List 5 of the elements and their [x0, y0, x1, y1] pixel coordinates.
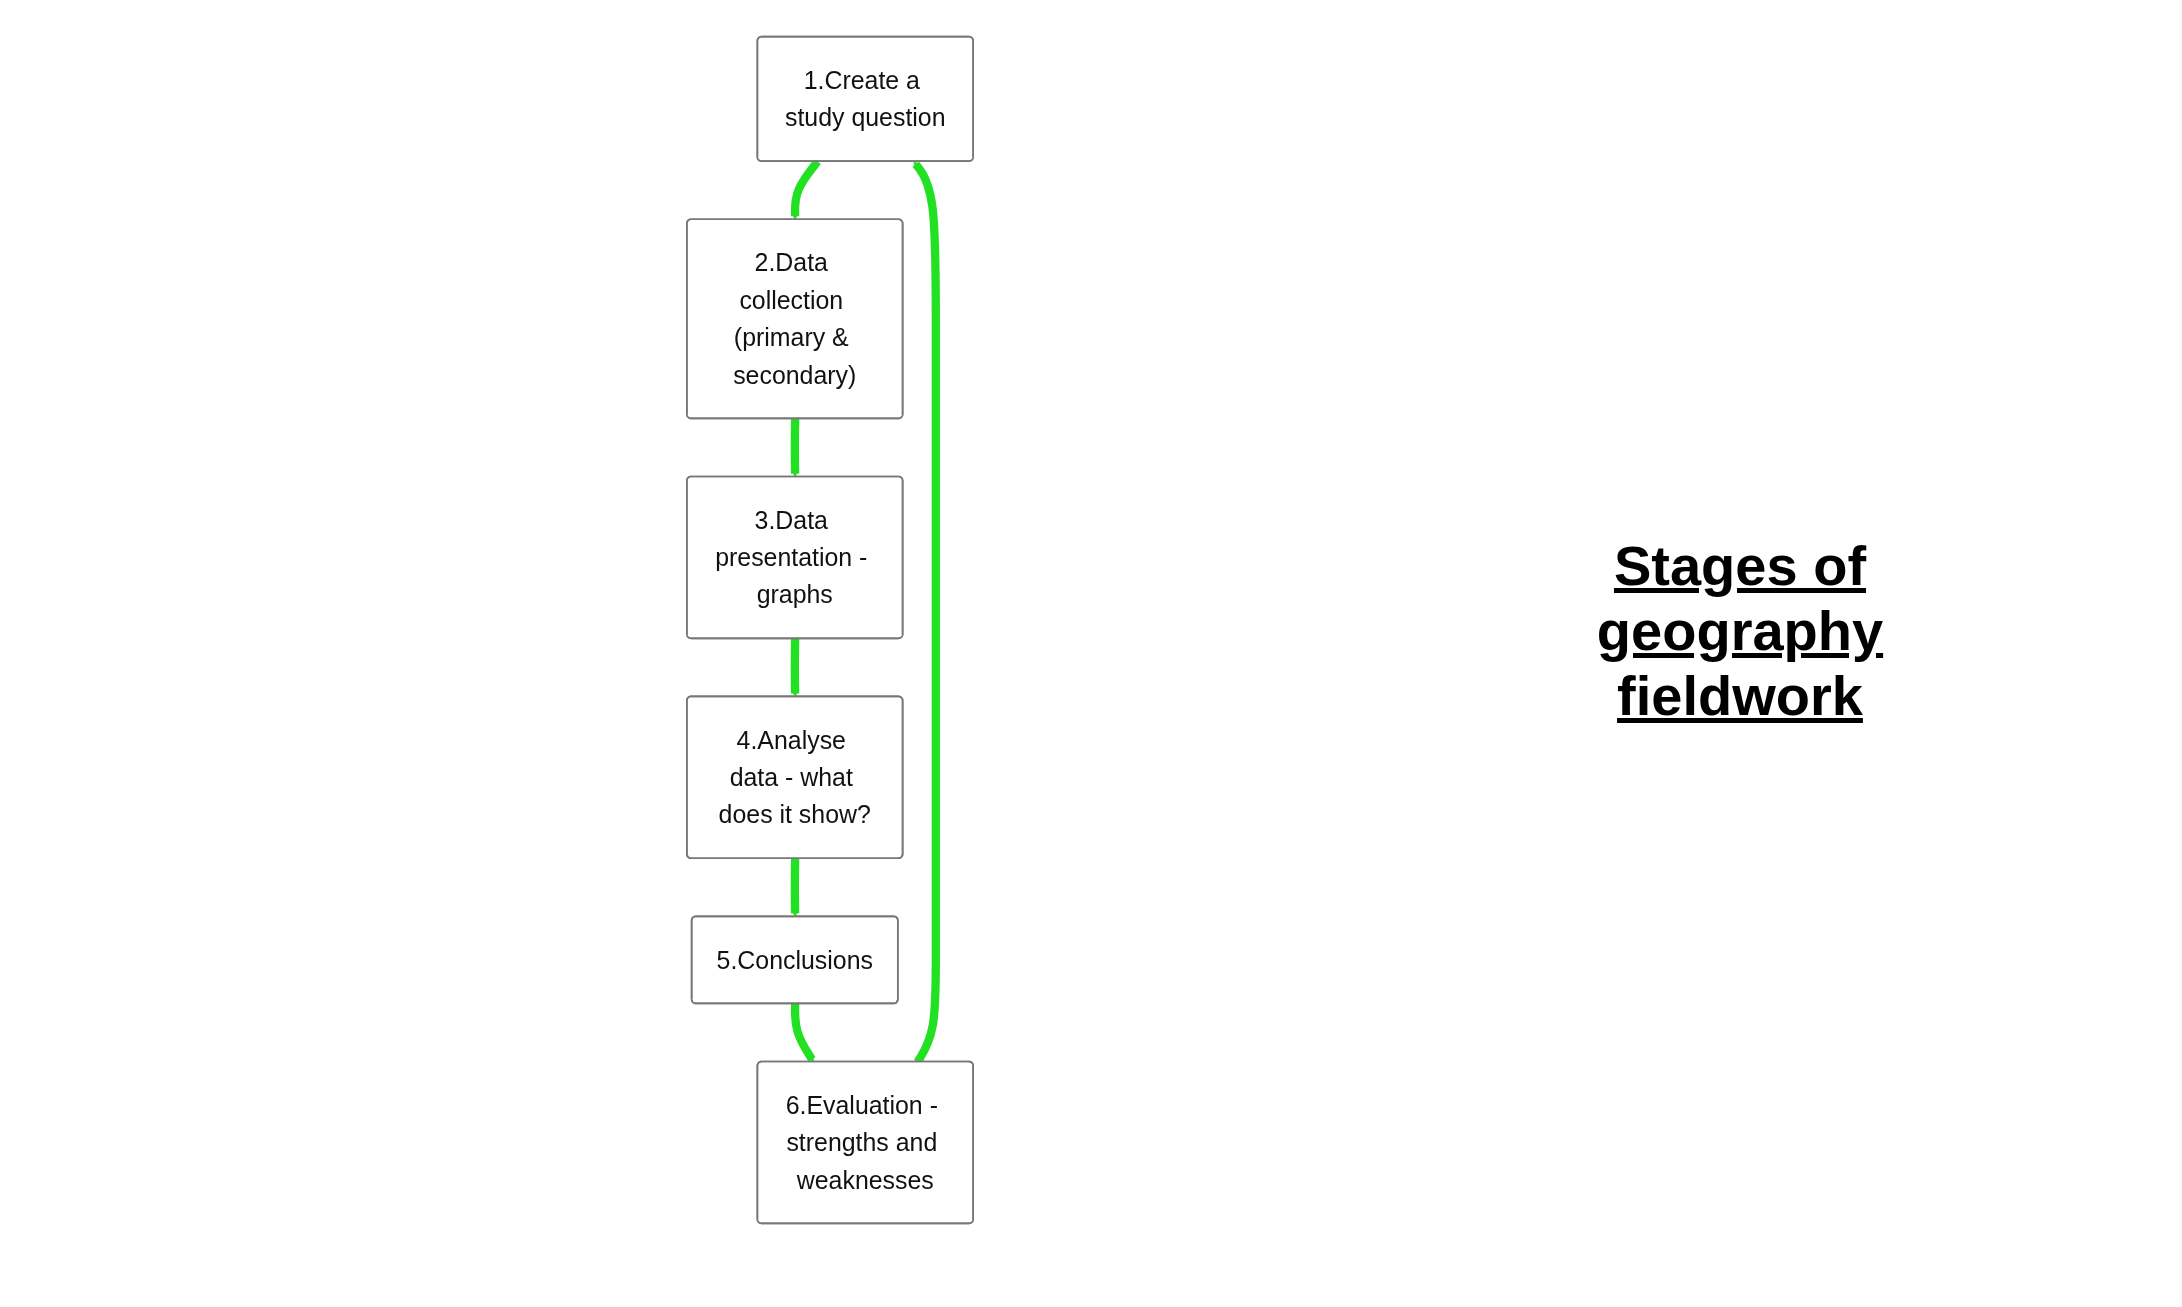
- arrow: [790, 418, 800, 478]
- arrow: [790, 858, 800, 918]
- diagram-title: Stages of geography fieldwork: [1595, 532, 1885, 728]
- arrow: [790, 638, 800, 698]
- arrow: [790, 1003, 816, 1063]
